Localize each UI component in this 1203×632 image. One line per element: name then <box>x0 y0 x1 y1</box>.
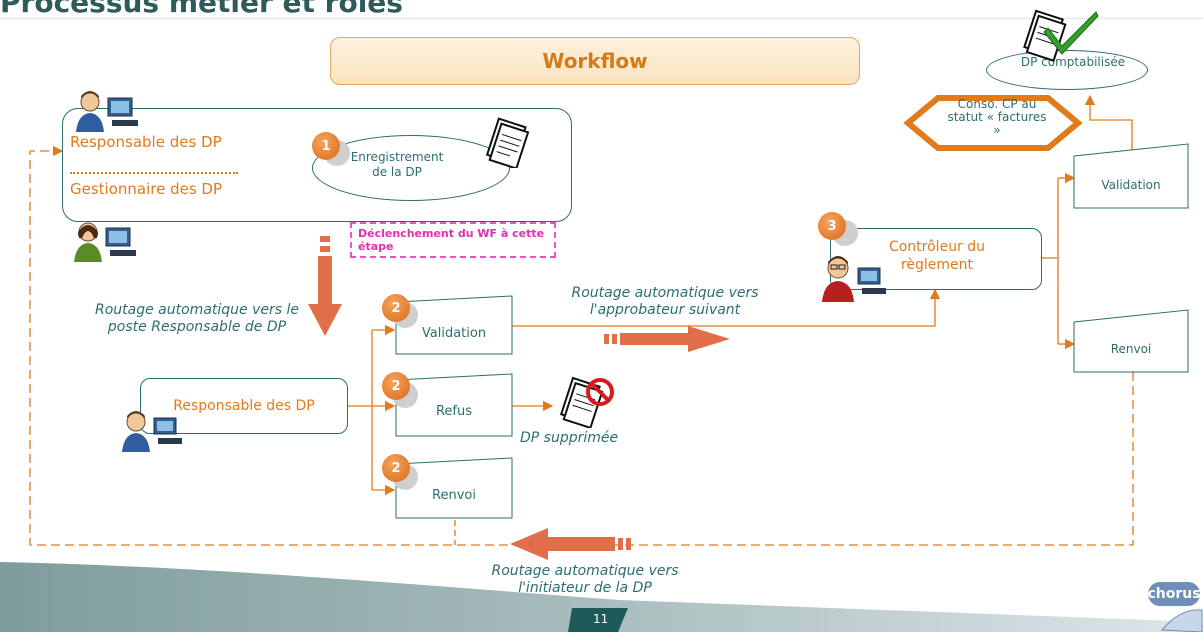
step-badge-2: 2 <box>382 372 410 400</box>
logo-swoosh <box>1160 609 1203 632</box>
controleur-renvoi: Renvoi <box>1110 342 1152 356</box>
controleur-validation: Validation <box>1101 178 1161 192</box>
controleur-label: Contrôleur du règlement <box>888 239 986 273</box>
document-icon <box>485 117 530 168</box>
conso-hexagon <box>903 95 1083 151</box>
workflow-trigger-note: Déclenchement du WF à cette étape <box>350 222 556 258</box>
user-icon <box>74 222 136 262</box>
step-badge-2: 2 <box>382 294 410 322</box>
routing-to-next-approver: Routage automatique vers l'approbateur s… <box>571 285 759 318</box>
workflow-header: Workflow <box>330 37 860 85</box>
step-1-label: Enregistrement de la DP <box>350 150 444 179</box>
user-icon <box>76 91 138 132</box>
initiator-role-responsable: Responsable des DP <box>70 133 222 151</box>
final-ellipse <box>986 50 1148 90</box>
page-title: Processus métier et rôles <box>0 0 403 19</box>
initiator-role-gestionnaire: Gestionnaire des DP <box>70 180 223 198</box>
user-icon <box>822 256 886 302</box>
action-validation: Validation <box>421 325 487 341</box>
controleur-box <box>830 228 1042 290</box>
routing-to-responsable: Routage automatique vers le poste Respon… <box>94 302 299 335</box>
step-badge-2: 2 <box>382 454 410 482</box>
deleted-label: DP supprimée <box>520 430 619 446</box>
step-badge-3: 3 <box>818 212 846 240</box>
chorus-logo-text: chorus <box>1147 586 1201 602</box>
check-icon <box>1023 9 1099 62</box>
responsable-box: Responsable des DP <box>140 378 348 434</box>
routing-to-initiator: Routage automatique vers l'initiateur de… <box>491 563 679 596</box>
conso-label: Conso. CP au statut « factures » <box>947 96 1047 137</box>
chorus-logo: chorus <box>1147 582 1201 606</box>
step-badge-1: 1 <box>312 132 340 160</box>
page-number: 11 <box>593 612 609 626</box>
action-renvoi: Renvoi <box>432 487 476 503</box>
title-divider <box>0 18 1203 19</box>
role-separator <box>70 172 238 174</box>
prohibited-icon <box>559 376 614 428</box>
action-refus: Refus <box>435 403 473 419</box>
user-icon <box>122 411 182 452</box>
